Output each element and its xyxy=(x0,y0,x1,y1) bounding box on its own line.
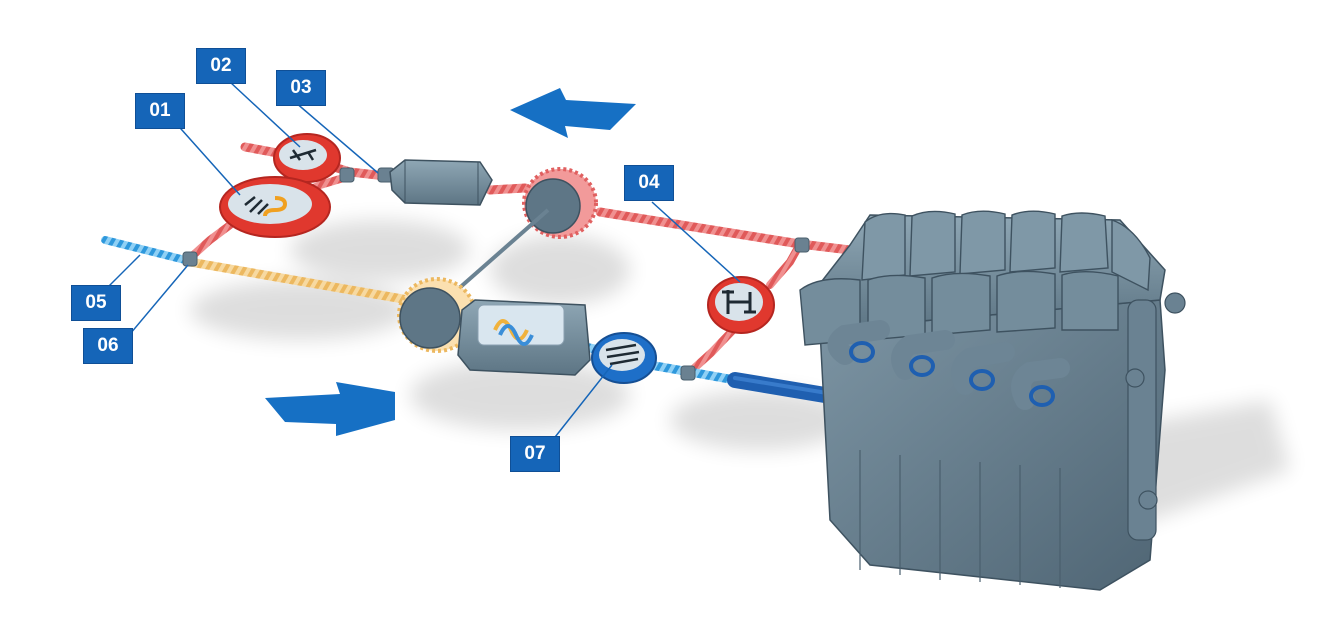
pressure-valve-icon xyxy=(722,290,756,314)
arrow-right-icon xyxy=(265,382,395,436)
heat-exchanger-coil-icon xyxy=(244,196,288,217)
engine-block xyxy=(799,210,1186,591)
turbine-top xyxy=(522,167,598,239)
control-valve-icon xyxy=(289,148,317,161)
callout-06: 06 xyxy=(83,328,133,364)
component-07 xyxy=(591,332,657,384)
callout-05: 05 xyxy=(71,285,121,321)
callout-01: 01 xyxy=(135,93,185,129)
cooler-housing xyxy=(457,299,591,376)
arrow-left-icon xyxy=(510,88,636,138)
turbine-bottom xyxy=(397,277,477,353)
component-04 xyxy=(707,276,775,334)
callout-07: 07 xyxy=(510,436,560,472)
component-02 xyxy=(273,133,341,183)
intercooler-icon xyxy=(605,343,640,366)
callout-02: 02 xyxy=(196,48,246,84)
component-01 xyxy=(219,176,331,238)
callout-03: 03 xyxy=(276,70,326,106)
warm-pipe xyxy=(185,257,425,307)
callout-04: 04 xyxy=(624,165,674,201)
converter-housing xyxy=(389,159,493,206)
